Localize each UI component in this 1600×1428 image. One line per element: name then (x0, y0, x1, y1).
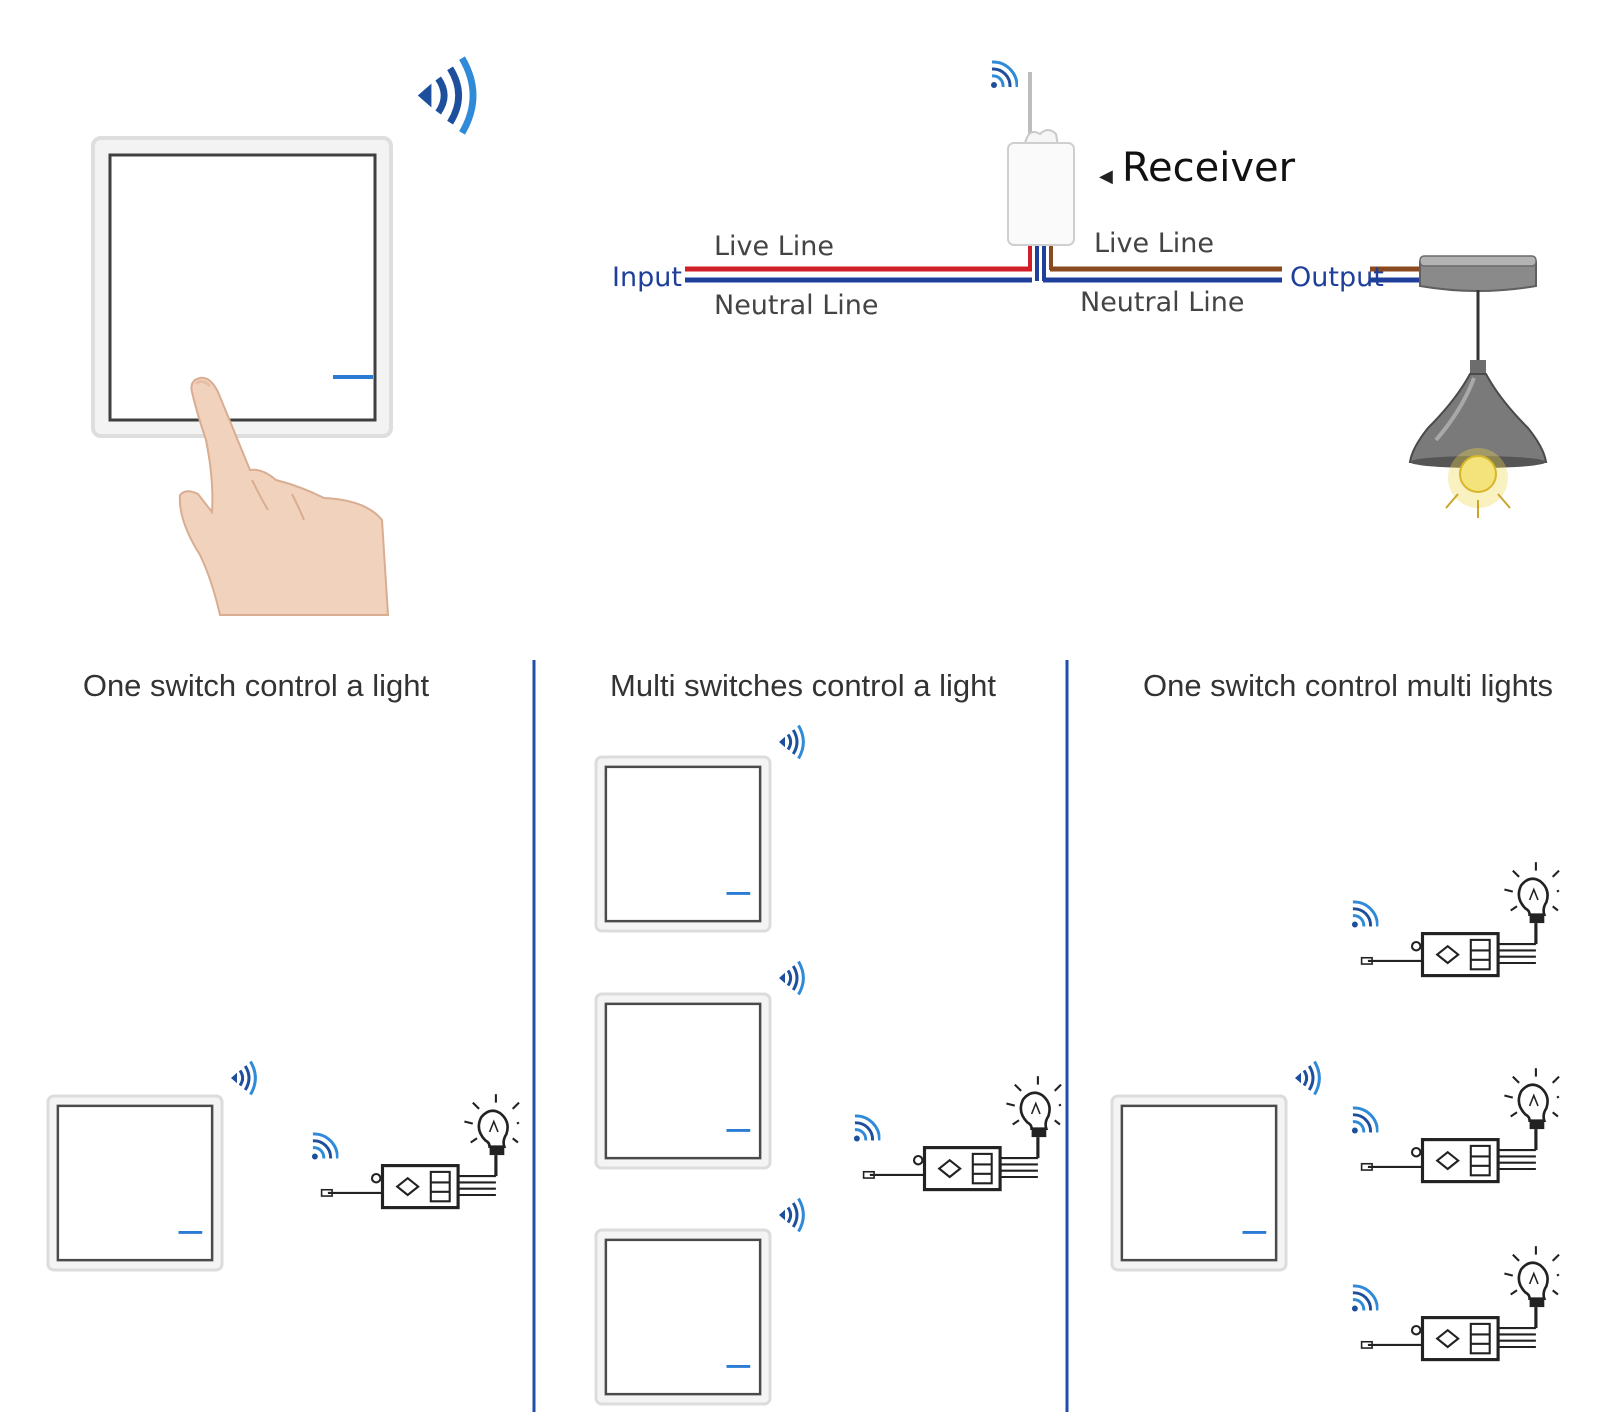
input-live-line-label: Live Line (714, 231, 834, 262)
scenario-one-switch-multi-light: One switch control multi lights (1110, 668, 1559, 1360)
input-label: Input (612, 262, 682, 293)
scenario-title: One switch control multi lights (1143, 668, 1553, 703)
receiver-with-bulb (1352, 1068, 1559, 1181)
receiver-module (1007, 72, 1075, 246)
finger-hand-illustration (178, 376, 390, 616)
receiver-with-bulb (312, 1094, 519, 1207)
wireless-switch (594, 992, 772, 1170)
output-live-line-label: Live Line (1094, 228, 1214, 259)
wireless-switch (1110, 1094, 1288, 1272)
scenario-one-switch-one-light: One switch control a light (46, 668, 519, 1272)
output-neutral-line-label: Neutral Line (1080, 287, 1245, 318)
input-neutral-line-label: Neutral Line (714, 290, 879, 321)
wireless-switch (46, 1094, 224, 1272)
signal-wave-icon (777, 1196, 805, 1234)
output-label: Output (1290, 262, 1384, 293)
wireless-switch (594, 1228, 772, 1406)
light-bulb-icon (1459, 455, 1497, 493)
scenario-multi-switch-one-light: Multi switches control a light (594, 668, 1061, 1406)
signal-wave-icon (418, 58, 473, 133)
receiver-arrow: ◀ (1099, 166, 1113, 186)
pendant-lamp (1408, 255, 1548, 518)
wiring-diagram: ◀ Receiver Input Output Live Line Neutra… (612, 60, 1425, 321)
receiver-with-bulb (854, 1076, 1061, 1189)
receiver-signal-icon (989, 60, 1018, 90)
wireless-switch (594, 755, 772, 933)
scenario-title: Multi switches control a light (610, 668, 996, 703)
signal-wave-icon (777, 723, 805, 761)
receiver-with-bulb (1352, 1246, 1559, 1359)
main-wireless-switch (91, 136, 393, 438)
signal-wave-icon (777, 959, 805, 997)
scenario-title: One switch control a light (83, 668, 430, 703)
signal-wave-icon (229, 1059, 257, 1097)
receiver-with-bulb (1352, 862, 1559, 975)
signal-wave-icon (1293, 1059, 1321, 1097)
receiver-label: Receiver (1122, 145, 1296, 191)
